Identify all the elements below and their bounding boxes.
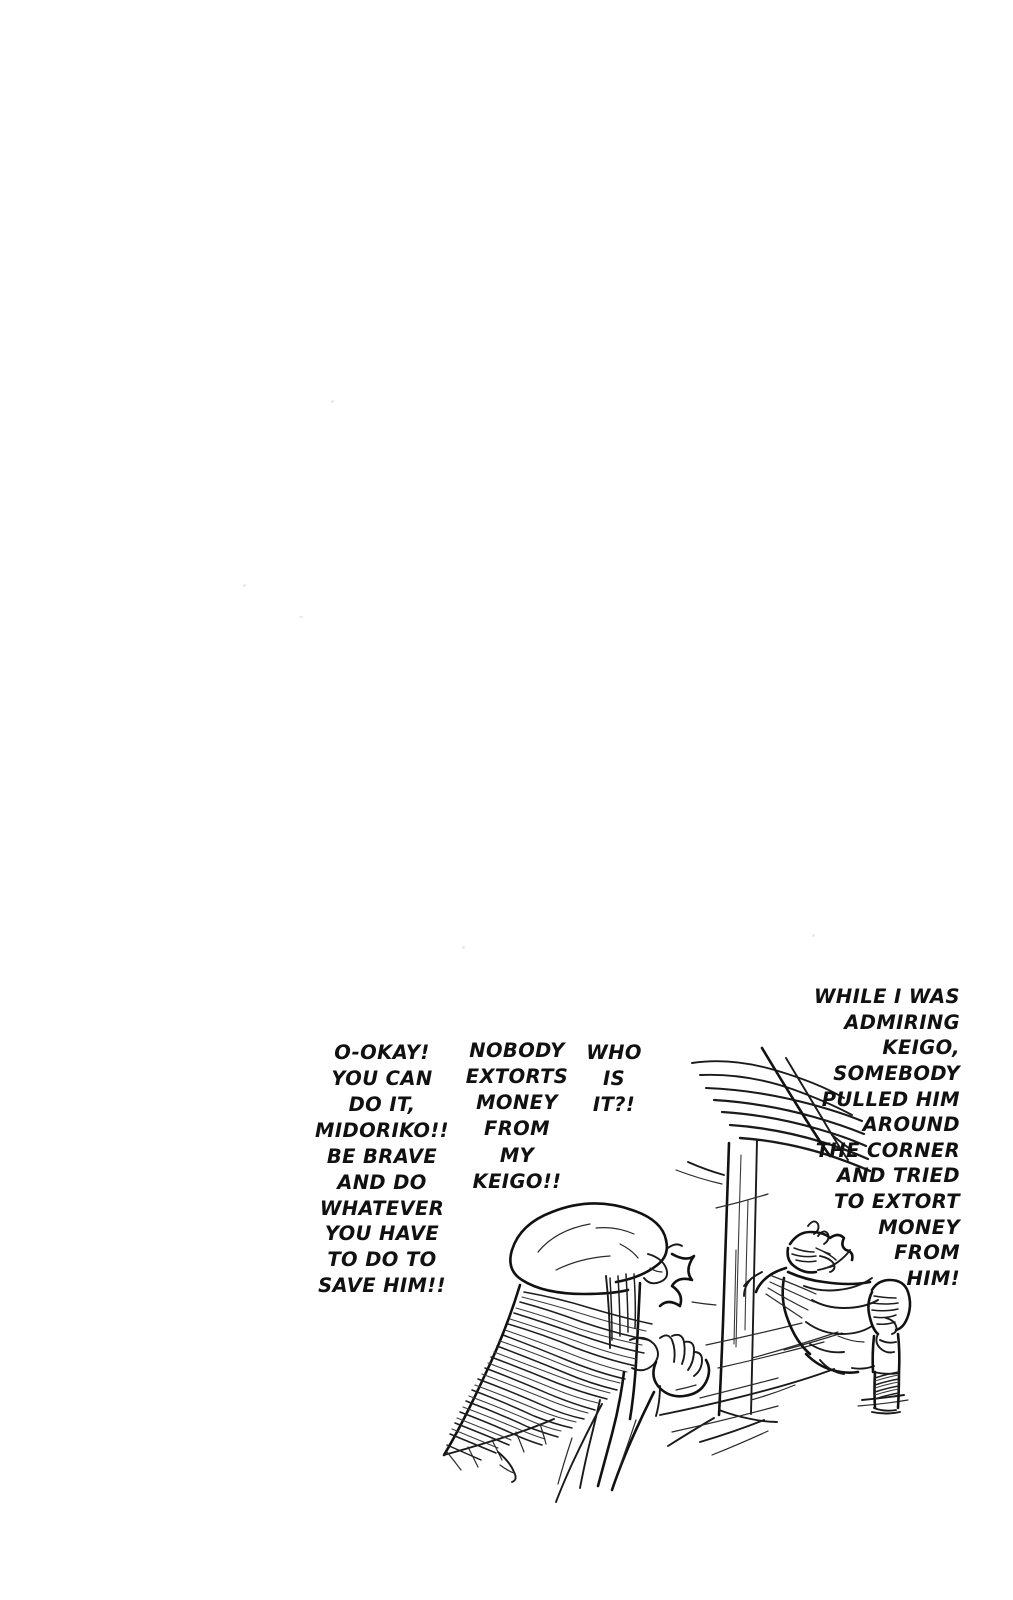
main-figure [442, 1193, 825, 1503]
caption-encouragement: O-OKAY! YOU CAN DO IT, MIDORIKO!! BE BRA… [315, 1041, 449, 1298]
scan-speck [243, 584, 246, 587]
scan-speck [462, 946, 465, 949]
caption-narration: WHILE I WAS ADMIRING KEIGO, SOMEBODY PUL… [813, 985, 960, 1291]
scan-speck [812, 934, 815, 937]
emphasis-mark [658, 1243, 696, 1308]
scan-speck [331, 400, 334, 403]
caption-who-is-it: WHO IS IT?! [586, 1041, 642, 1117]
scan-speck [299, 616, 303, 618]
bystander-figure [867, 1278, 912, 1415]
ground-lines [659, 1331, 909, 1456]
caption-nobody-extorts: NOBODY EXTORTS MONEY FROM MY KEIGO!! [465, 1039, 569, 1193]
